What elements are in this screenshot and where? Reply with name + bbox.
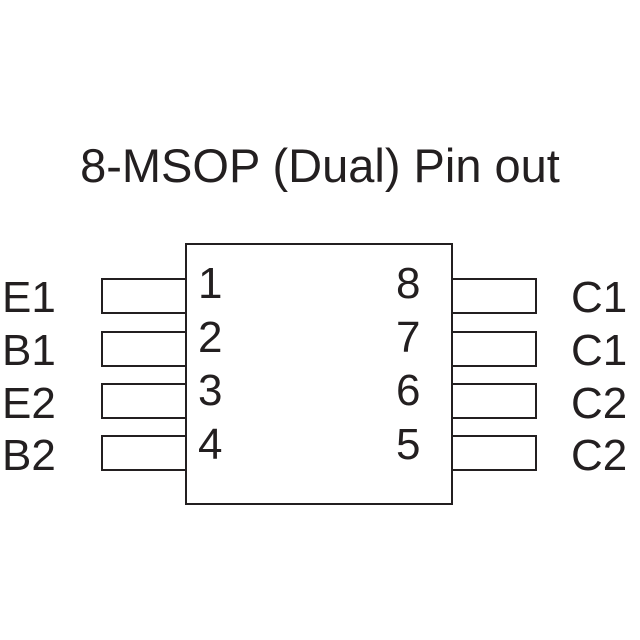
pin-number-3: 3 [198, 366, 223, 415]
pin-lead-3 [101, 383, 187, 419]
pin-number-8: 8 [396, 259, 421, 308]
pin-lead-1 [101, 278, 187, 314]
pin-number-5: 5 [396, 420, 421, 469]
pin-number-4: 4 [198, 420, 223, 469]
pin-label-1: E1 [2, 273, 56, 322]
chip-body [185, 243, 453, 505]
diagram-title: 8-MSOP (Dual) Pin out [80, 139, 560, 192]
pin-lead-8 [451, 278, 537, 314]
pin-lead-2 [101, 331, 187, 367]
pin-lead-4 [101, 435, 187, 471]
pin-number-1: 1 [198, 259, 223, 308]
pin-lead-6 [451, 383, 537, 419]
pin-label-4: B2 [2, 431, 56, 480]
pin-lead-7 [451, 331, 537, 367]
pin-number-7: 7 [396, 313, 421, 362]
pin-label-6: C2 [571, 379, 628, 428]
pin-number-2: 2 [198, 313, 223, 362]
pin-number-6: 6 [396, 366, 421, 415]
pin-label-5: C2 [571, 431, 628, 480]
pin-label-3: E2 [2, 379, 56, 428]
pin-label-7: C1 [571, 326, 628, 375]
pin-label-8: C1 [571, 273, 628, 322]
pin-lead-5 [451, 435, 537, 471]
pin-label-2: B1 [2, 326, 56, 375]
